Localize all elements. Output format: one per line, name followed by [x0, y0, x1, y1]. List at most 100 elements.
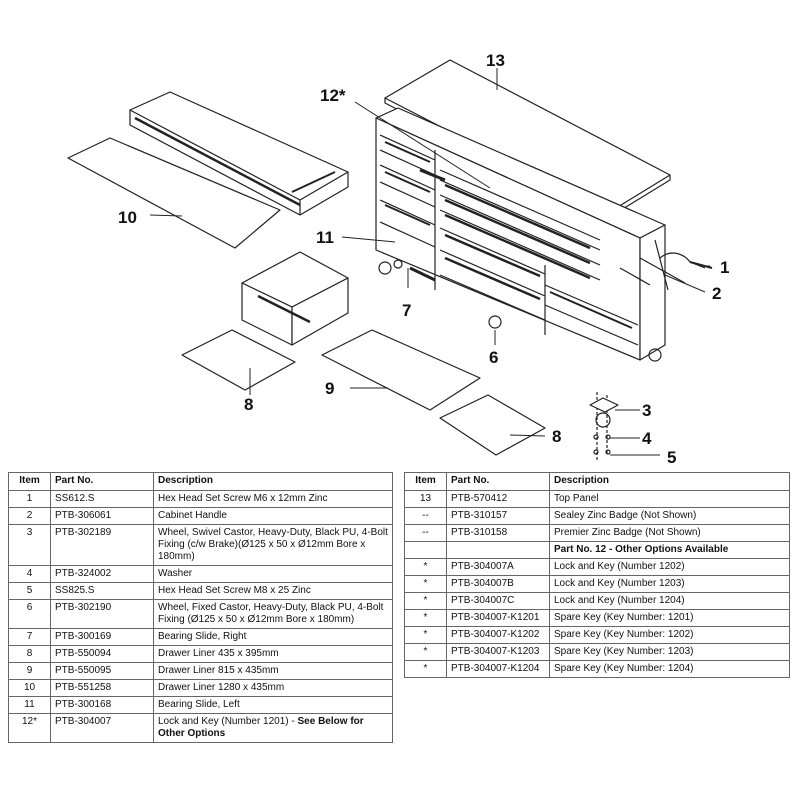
cell-item: * — [404, 660, 447, 678]
cell-part-no: PTB-304007-K1204 — [446, 660, 550, 678]
description-text: Drawer Liner 815 x 435mm — [158, 665, 279, 676]
description-text: Sealey Zinc Badge (Not Shown) — [554, 510, 697, 521]
cell-part-no: PTB-300168 — [50, 696, 154, 714]
description-text: Lock and Key (Number 1204) — [554, 595, 685, 606]
header-item: Item — [8, 472, 51, 491]
description-text: Hex Head Set Screw M8 x 25 Zinc — [158, 585, 311, 596]
cell-description: Drawer Liner 815 x 435mm — [153, 662, 393, 680]
header-part-no: Part No. — [50, 472, 154, 491]
description-text: Lock and Key (Number 1203) — [554, 578, 685, 589]
callout-2: 2 — [712, 284, 721, 303]
tool-cabinet-illustration — [375, 107, 666, 362]
cell-part-no: PTB-324002 — [50, 565, 154, 583]
description-bold-text: See Below for Other Options — [158, 716, 364, 739]
cell-part-no: PTB-570412 — [446, 490, 550, 508]
castor-assembly-illustration — [589, 392, 619, 460]
table-row: *PTB-304007C Lock and Key (Number 1204) — [404, 592, 790, 610]
cell-item: 3 — [8, 524, 51, 566]
cell-part-no: PTB-550094 — [50, 645, 154, 663]
description-text: Spare Key (Key Number: 1204) — [554, 663, 694, 674]
cell-description: Sealey Zinc Badge (Not Shown) — [549, 507, 790, 525]
cell-part-no: PTB-302189 — [50, 524, 154, 566]
callout-5: 5 — [667, 448, 676, 467]
cell-description: Hex Head Set Screw M8 x 25 Zinc — [153, 582, 393, 600]
cell-description: Spare Key (Key Number: 1201) — [549, 609, 790, 627]
description-text: Cabinet Handle — [158, 510, 227, 521]
cell-description: Bearing Slide, Left — [153, 696, 393, 714]
header-part-no: Part No. — [446, 472, 550, 491]
description-text: Premier Zinc Badge (Not Shown) — [554, 527, 701, 538]
cell-part-no: PTB-302190 — [50, 599, 154, 629]
cabinet-handle-illustration — [619, 239, 713, 291]
cell-item: * — [404, 643, 447, 661]
drawer-liner-9-illustration — [321, 329, 481, 411]
cell-part-no: PTB-550095 — [50, 662, 154, 680]
callout-7: 7 — [402, 301, 411, 320]
cell-part-no: PTB-306061 — [50, 507, 154, 525]
cell-part-no: SS825.S — [50, 582, 154, 600]
description-text: Spare Key (Key Number: 1201) — [554, 612, 694, 623]
callout-6: 6 — [489, 348, 498, 367]
cell-part-no: PTB-304007-K1201 — [446, 609, 550, 627]
cell-description: Part No. 12 - Other Options Available — [549, 541, 790, 559]
cell-item: 12* — [8, 713, 51, 743]
description-text: Drawer Liner 1280 x 435mm — [158, 682, 285, 693]
cell-description: Spare Key (Key Number: 1202) — [549, 626, 790, 644]
callout-9: 9 — [325, 379, 334, 398]
cell-item: * — [404, 609, 447, 627]
cell-item: 6 — [8, 599, 51, 629]
cell-item: * — [404, 592, 447, 610]
cell-part-no: PTB-304007C — [446, 592, 550, 610]
cell-description: Lock and Key (Number 1203) — [549, 575, 790, 593]
cell-item: 13 — [404, 490, 447, 508]
cell-item: 11 — [8, 696, 51, 714]
cell-description: Spare Key (Key Number: 1204) — [549, 660, 790, 678]
cell-description: Premier Zinc Badge (Not Shown) — [549, 524, 790, 542]
cell-description: Hex Head Set Screw M6 x 12mm Zinc — [153, 490, 393, 508]
cell-part-no: SS612.S — [50, 490, 154, 508]
cell-item: * — [404, 626, 447, 644]
callout-13: 13 — [486, 51, 505, 70]
description-text: Drawer Liner 435 x 395mm — [158, 648, 279, 659]
small-drawer-illustration — [241, 251, 349, 346]
description-bold-text: Part No. 12 - Other Options Available — [554, 544, 729, 555]
callout-8a: 8 — [244, 395, 253, 414]
cell-part-no: PTB-304007-K1202 — [446, 626, 550, 644]
callout-10: 10 — [118, 208, 137, 227]
cell-item: 4 — [8, 565, 51, 583]
cell-part-no: PTB-304007 — [50, 713, 154, 743]
drawer-liner-10-illustration — [67, 137, 281, 249]
cell-item: * — [404, 558, 447, 576]
description-text: Wheel, Fixed Castor, Heavy-Duty, Black P… — [158, 602, 384, 625]
cell-part-no: PTB-310158 — [446, 524, 550, 542]
cell-description: Wheel, Fixed Castor, Heavy-Duty, Black P… — [153, 599, 393, 629]
cell-description: Lock and Key (Number 1202) — [549, 558, 790, 576]
cell-description: Washer — [153, 565, 393, 583]
table-header-row: Item Part No. Description — [404, 472, 790, 491]
callout-11: 11 — [316, 228, 334, 247]
cell-part-no: PTB-304007B — [446, 575, 550, 593]
cell-item: 5 — [8, 582, 51, 600]
callout-1: 1 — [720, 258, 729, 277]
cell-description: Spare Key (Key Number: 1203) — [549, 643, 790, 661]
cell-description: Lock and Key (Number 1201) - See Below f… — [153, 713, 393, 743]
description-text: Bearing Slide, Right — [158, 631, 247, 642]
description-text: Lock and Key (Number 1202) — [554, 561, 685, 572]
cell-item: -- — [404, 507, 447, 525]
cell-description: Drawer Liner 1280 x 435mm — [153, 679, 393, 697]
cell-description: Cabinet Handle — [153, 507, 393, 525]
description-text: Spare Key (Key Number: 1202) — [554, 629, 694, 640]
drawer-liner-8b-illustration — [439, 394, 546, 456]
callout-3: 3 — [642, 401, 651, 420]
